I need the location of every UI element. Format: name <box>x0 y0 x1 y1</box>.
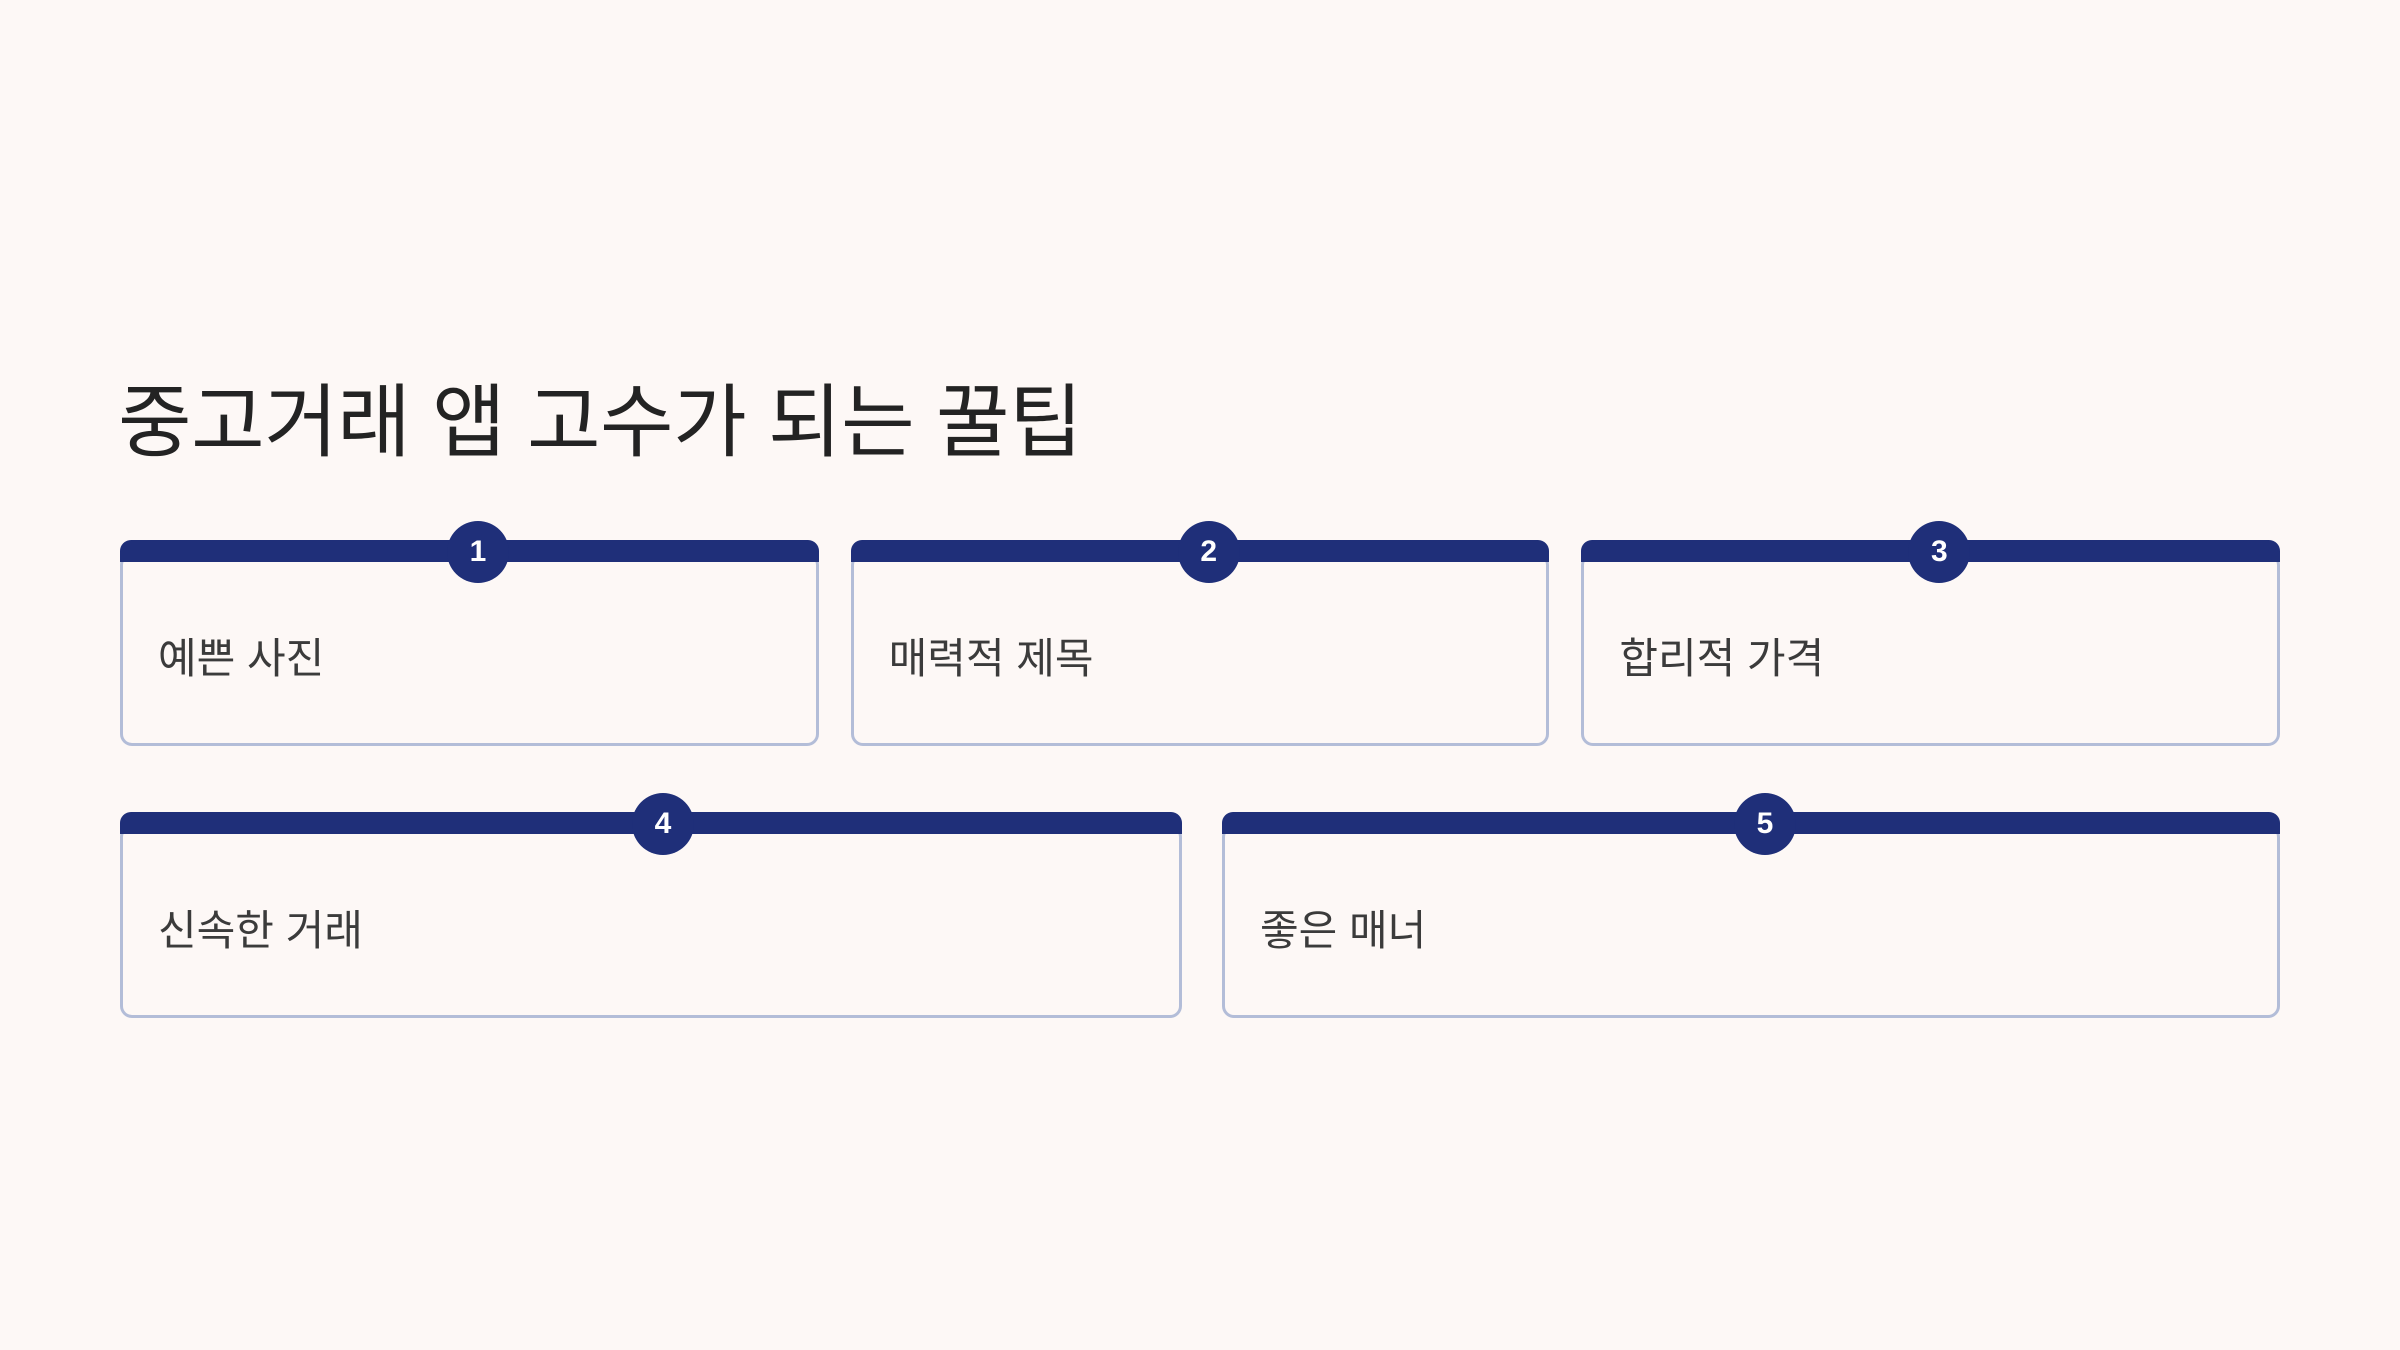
tip-card-5-body <box>1222 825 2280 1018</box>
tip-card-4[interactable]: 4 신속한 거래 <box>120 793 1182 1018</box>
tip-card-2-body <box>850 553 1550 746</box>
tips-row-bottom: 4 신속한 거래 5 좋은 매너 <box>120 793 2280 1018</box>
tip-card-1[interactable]: 1 예쁜 사진 <box>120 521 819 746</box>
tip-card-3-number-badge: 3 <box>1908 521 1971 583</box>
tip-card-4-body <box>120 825 1182 1018</box>
tip-card-4-number-badge: 4 <box>632 793 694 855</box>
tip-card-2[interactable]: 2 매력적 제목 <box>850 521 1550 746</box>
tip-card-3-body <box>1581 553 2281 746</box>
tip-card-5[interactable]: 5 좋은 매너 <box>1222 793 2280 1018</box>
tip-card-3[interactable]: 3 합리적 가격 <box>1581 521 2281 746</box>
tip-card-2-label: 매력적 제목 <box>888 635 1094 682</box>
page-title: 중고거래 앱 고수가 되는 꿀팁 <box>118 377 1083 467</box>
tips-row-top: 1 예쁜 사진 2 매력적 제목 3 합리적 가격 <box>120 521 2281 746</box>
tip-card-5-number-badge: 5 <box>1734 793 1796 855</box>
tip-card-1-number-badge: 1 <box>447 521 509 583</box>
tip-card-3-label: 합리적 가격 <box>1619 635 1825 682</box>
tip-card-4-label: 신속한 거래 <box>158 907 363 954</box>
tip-card-2-number-badge: 2 <box>1177 521 1240 583</box>
tip-card-5-label: 좋은 매너 <box>1260 907 1427 954</box>
tip-card-1-label: 예쁜 사진 <box>158 635 325 682</box>
